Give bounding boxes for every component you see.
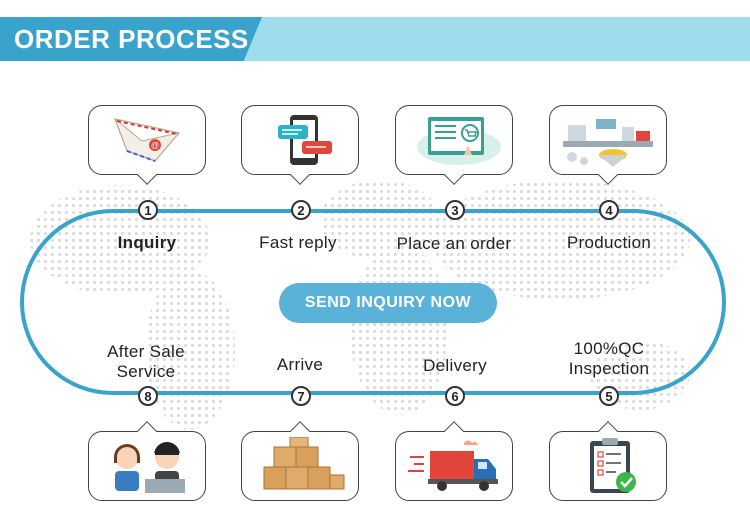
process-track bbox=[20, 209, 726, 395]
factory-production-line-icon bbox=[563, 119, 653, 167]
step-3-label: Place an order bbox=[396, 234, 512, 253]
page-title: ORDER PROCESS bbox=[14, 24, 249, 54]
step-8-bubble bbox=[88, 431, 206, 501]
header-tab bbox=[0, 17, 262, 61]
smartphone-chat-icon bbox=[278, 115, 332, 165]
step-2-bubble bbox=[241, 105, 359, 175]
customer-service-agents-icon bbox=[114, 442, 185, 493]
step-7-number: 7 bbox=[291, 386, 311, 406]
step-8-label: After Sale Service bbox=[66, 342, 226, 382]
step-3-bubble bbox=[395, 105, 513, 175]
step-1-number: 1 bbox=[138, 200, 158, 220]
send-inquiry-button[interactable]: SEND INQUIRY NOW bbox=[279, 283, 497, 323]
step-4-number: 4 bbox=[599, 200, 619, 220]
step-2-label: Fast reply bbox=[259, 233, 337, 252]
step-7-bubble bbox=[241, 431, 359, 501]
cardboard-boxes-icon bbox=[263, 437, 345, 490]
step-5-bubble bbox=[549, 431, 667, 501]
step-4-bubble bbox=[549, 105, 667, 175]
step-5-label: 100%QC Inspection bbox=[529, 339, 689, 379]
step-5-number: 5 bbox=[599, 386, 619, 406]
step-5-label-line2: Inspection bbox=[568, 359, 650, 378]
step-2-number: 2 bbox=[291, 200, 311, 220]
step-4-label: Production bbox=[566, 233, 652, 252]
step-1-bubble: @ bbox=[88, 105, 206, 175]
delivery-truck-icon bbox=[408, 440, 498, 491]
step-5-label-line1: 100%QC bbox=[573, 339, 645, 358]
step-6-label: Delivery bbox=[423, 356, 487, 375]
step-8-label-line2: Service bbox=[116, 362, 176, 381]
qc-clipboard-check-icon bbox=[590, 438, 636, 493]
step-8-label-line1: After Sale bbox=[107, 342, 185, 361]
step-6-number: 6 bbox=[445, 386, 465, 406]
step-3-number: 3 bbox=[445, 200, 465, 220]
online-order-cart-icon bbox=[417, 117, 501, 165]
step-8-number: 8 bbox=[138, 386, 158, 406]
svg-text:@: @ bbox=[151, 141, 159, 150]
airmail-envelope-icon: @ bbox=[114, 118, 181, 162]
step-1-label: Inquiry bbox=[117, 233, 177, 252]
step-7-label: Arrive bbox=[276, 355, 324, 374]
step-6-bubble bbox=[395, 431, 513, 501]
